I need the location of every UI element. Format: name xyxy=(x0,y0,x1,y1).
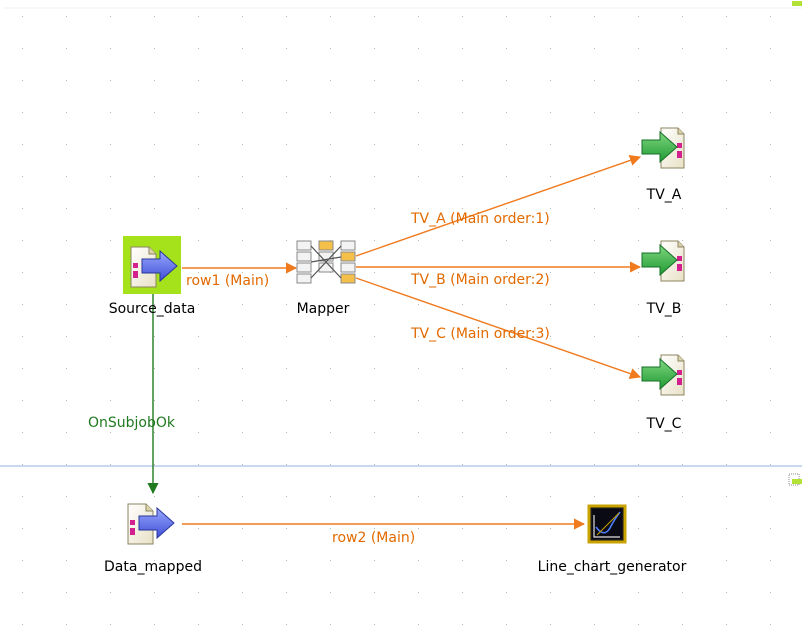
component-data-mapped[interactable]: Data_mapped xyxy=(104,503,202,575)
component-label: Mapper xyxy=(297,301,350,317)
link-label-row1[interactable]: row1 (Main) xyxy=(186,273,269,289)
file-input-icon xyxy=(127,503,175,545)
file-input-icon xyxy=(130,246,178,288)
link-label-row2[interactable]: row2 (Main) xyxy=(332,530,415,546)
file-output-icon xyxy=(641,127,685,169)
component-line-chart-generator[interactable]: Line_chart_generator xyxy=(538,504,687,575)
component-label: TV_A xyxy=(646,187,682,203)
component-label: TV_B xyxy=(646,301,682,317)
link-label-tv-b[interactable]: TV_B (Main order:2) xyxy=(410,272,550,288)
component-tv-a[interactable]: TV_A xyxy=(641,127,685,203)
component-tv-b[interactable]: TV_B xyxy=(641,240,685,317)
component-tv-c[interactable]: TV_C xyxy=(641,354,685,432)
subjob-handle-top[interactable] xyxy=(792,1,802,6)
link-label-tv-c[interactable]: TV_C (Main order:3) xyxy=(410,326,550,342)
subjob-handle-bottom[interactable] xyxy=(792,479,802,484)
component-source-data[interactable]: Source_data xyxy=(109,236,196,317)
component-label: TV_C xyxy=(646,416,682,432)
line-chart-icon xyxy=(587,504,627,544)
mapper-icon xyxy=(296,240,356,284)
file-output-icon xyxy=(641,354,685,396)
component-label: Line_chart_generator xyxy=(538,559,687,575)
link-label-on-subjob-ok[interactable]: OnSubjobOk xyxy=(88,415,176,431)
link-label-tv-a[interactable]: TV_A (Main order:1) xyxy=(410,211,550,227)
subjob-collapse-handle[interactable] xyxy=(788,473,800,486)
component-label: Source_data xyxy=(109,301,196,317)
file-output-icon xyxy=(641,240,685,282)
component-label: Data_mapped xyxy=(104,559,202,575)
link-tv-c[interactable] xyxy=(355,277,642,379)
link-tv-a[interactable] xyxy=(355,155,642,257)
component-mapper[interactable]: Mapper xyxy=(296,240,356,317)
